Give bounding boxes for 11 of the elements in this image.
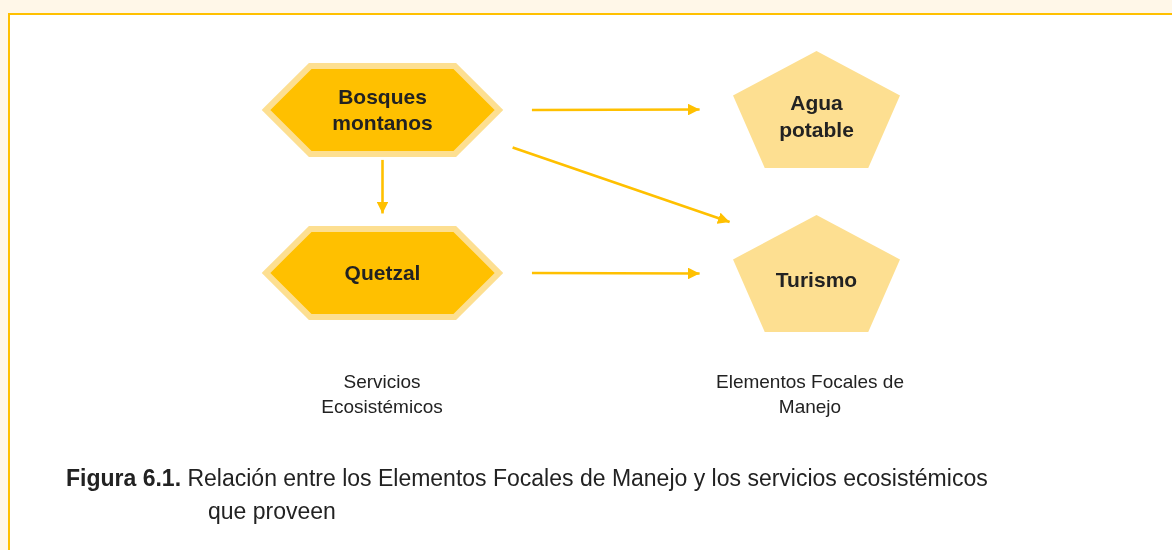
node-label: Turismo [774,267,859,294]
arrow [531,103,700,116]
figure-caption: Figura 6.1. Relación entre los Elementos Focales de Manejo y los servicios ecosistémicos que proveen [66,464,989,527]
arrow [512,146,731,224]
column-label: Servicios Ecosistémicos [320,370,444,419]
arrow [376,159,389,214]
arrow [531,267,700,280]
node-label: Bosques montanos [331,83,434,136]
node-label: Agua potable [778,90,855,143]
column-label: Elementos Focales de Manejo [715,370,905,419]
node-label: Quetzal [343,259,422,286]
